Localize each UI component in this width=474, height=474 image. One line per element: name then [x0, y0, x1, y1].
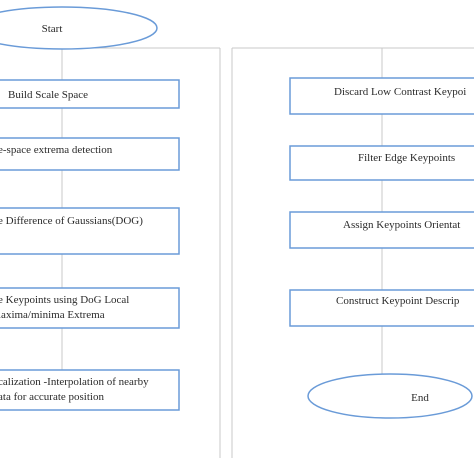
process-label: e Difference of Gaussians(DOG) [0, 215, 143, 227]
start-terminator [0, 6, 158, 50]
process-label: e-space extrema detection [0, 144, 113, 156]
process-localization [0, 369, 180, 411]
start-label: Start [42, 23, 63, 35]
process-label: Filter Edge Keypoints [358, 152, 455, 164]
process-label: e Keypoints using DoG Local [0, 294, 129, 306]
process-difference-of-gaussians [0, 207, 180, 255]
process-label: ata for accurate position [0, 391, 104, 403]
process-build-scale-space [0, 79, 180, 109]
end-terminator [307, 373, 473, 419]
process-dog-keypoints [0, 287, 180, 329]
process-label: laxima/minima Extrema [0, 309, 105, 321]
process-extrema-detection [0, 137, 180, 171]
process-label: Construct Keypoint Descrip [336, 295, 460, 307]
process-filter-edge-keypoints [289, 145, 474, 181]
process-label: Discard Low Contrast Keypoi [334, 86, 466, 98]
process-label: calization -Interpolation of nearby [0, 376, 149, 388]
end-label: End [411, 392, 429, 404]
process-label: Build Scale Space [8, 89, 88, 101]
process-discard-low-contrast [289, 77, 474, 115]
process-construct-descriptor [289, 289, 474, 327]
process-label: Assign Keypoints Orientat [343, 219, 460, 231]
process-assign-orientation [289, 211, 474, 249]
